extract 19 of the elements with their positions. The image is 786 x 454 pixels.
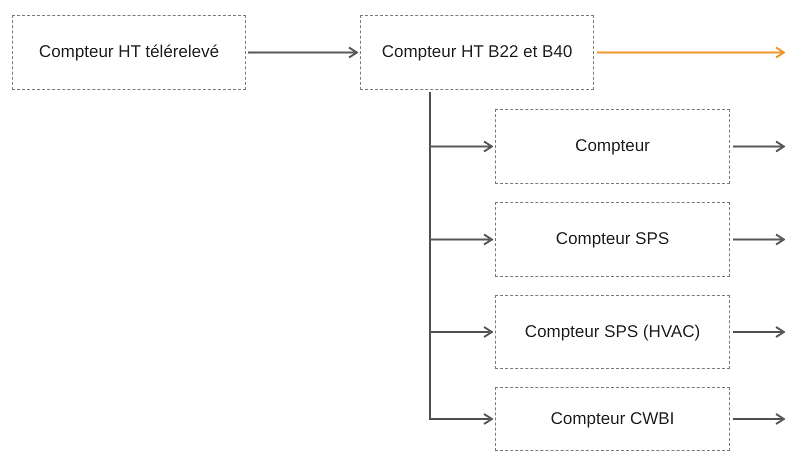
meter-box xyxy=(12,15,246,90)
meter-label: Compteur SPS xyxy=(556,228,670,250)
meter-box xyxy=(360,15,594,90)
meter-box xyxy=(495,295,730,369)
arrow xyxy=(733,326,785,338)
meter-label: Compteur xyxy=(575,135,650,158)
meter-box xyxy=(495,202,730,277)
meter-label: Compteur CWBI xyxy=(550,408,674,430)
arrow xyxy=(597,46,785,58)
meter-label: Compteur HT télérelevé xyxy=(38,41,220,64)
arrow xyxy=(733,413,785,425)
meter-box xyxy=(495,387,730,451)
arrow xyxy=(733,234,785,246)
arrow xyxy=(733,140,785,152)
arrow xyxy=(248,46,358,58)
meter-label: Compteur SPS (HVAC) xyxy=(524,320,700,343)
meter-box xyxy=(495,109,730,184)
meter-label: Compteur HT B22 et B40 xyxy=(382,41,572,64)
arrow xyxy=(429,92,493,425)
